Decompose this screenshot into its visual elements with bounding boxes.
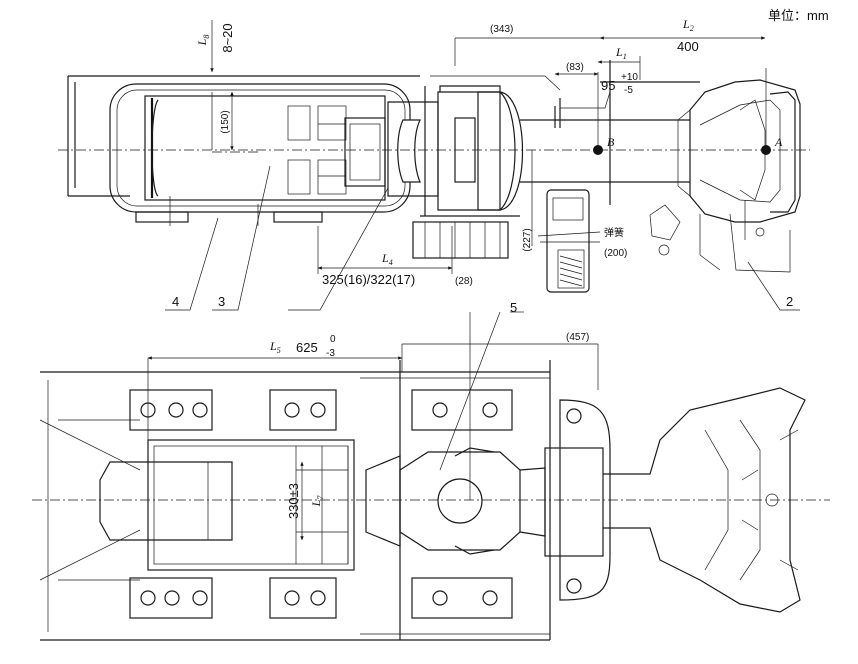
top-view: A B L8 8~20 (150) (343) L2 400 L1 (83) 9… bbox=[58, 17, 810, 311]
dim-343: (343) bbox=[490, 24, 513, 35]
dim-l5-symbol: L5 bbox=[269, 339, 281, 355]
unit-label: 单位：mm bbox=[768, 8, 829, 23]
dim-l7-symbol: L7 bbox=[309, 495, 325, 508]
dim-200: (200) bbox=[604, 248, 627, 259]
dim-457: (457) bbox=[566, 332, 589, 343]
draft-gear-plan bbox=[147, 439, 355, 571]
spring-label: 弹簧 bbox=[604, 226, 624, 239]
dim-l4-symbol: L4 bbox=[381, 251, 393, 267]
dim-83: (83) bbox=[566, 62, 584, 73]
draft-gear-pocket bbox=[109, 83, 411, 213]
dim-l5-upper-tol: 0 bbox=[330, 334, 336, 345]
dim-95: 95 bbox=[601, 78, 615, 93]
dim-l8-symbol: L8 bbox=[195, 35, 211, 47]
dim-28: (28) bbox=[455, 276, 473, 287]
dim-95-lower-tol: -5 bbox=[624, 85, 633, 96]
dim-l2-symbol: L2 bbox=[682, 17, 694, 33]
bottom-view: 5 L5 625 0 -3 (457) 330±3 L7 bbox=[32, 300, 830, 641]
callout-1: 2 bbox=[786, 294, 793, 309]
point-b-label: B bbox=[607, 135, 615, 149]
callout-3: 4 bbox=[172, 294, 179, 309]
bolt-group bbox=[129, 389, 513, 619]
spring-assembly bbox=[546, 189, 590, 293]
knuckle-pin bbox=[437, 478, 483, 524]
dim-l5-value: 625 bbox=[296, 340, 318, 355]
dim-l5-lower-tol: -3 bbox=[326, 348, 335, 359]
dim-l4-value: 325(16)/322(17) bbox=[322, 272, 415, 287]
dim-227: (227) bbox=[522, 228, 533, 251]
coupler-head bbox=[689, 79, 801, 223]
coupler-head-plan bbox=[603, 387, 806, 613]
point-a-label: A bbox=[774, 135, 783, 149]
dim-95-upper-tol: +10 bbox=[621, 72, 638, 83]
dim-330: 330±3 bbox=[286, 483, 301, 519]
dim-l2-value: 400 bbox=[677, 39, 699, 54]
dim-150: (150) bbox=[220, 110, 231, 133]
callout-2: 3 bbox=[218, 294, 225, 309]
dim-l1-symbol: L1 bbox=[615, 45, 627, 61]
callout-5: 5 bbox=[510, 300, 517, 315]
bolt-heads bbox=[140, 402, 582, 606]
dim-l8-value: 8~20 bbox=[220, 23, 235, 52]
